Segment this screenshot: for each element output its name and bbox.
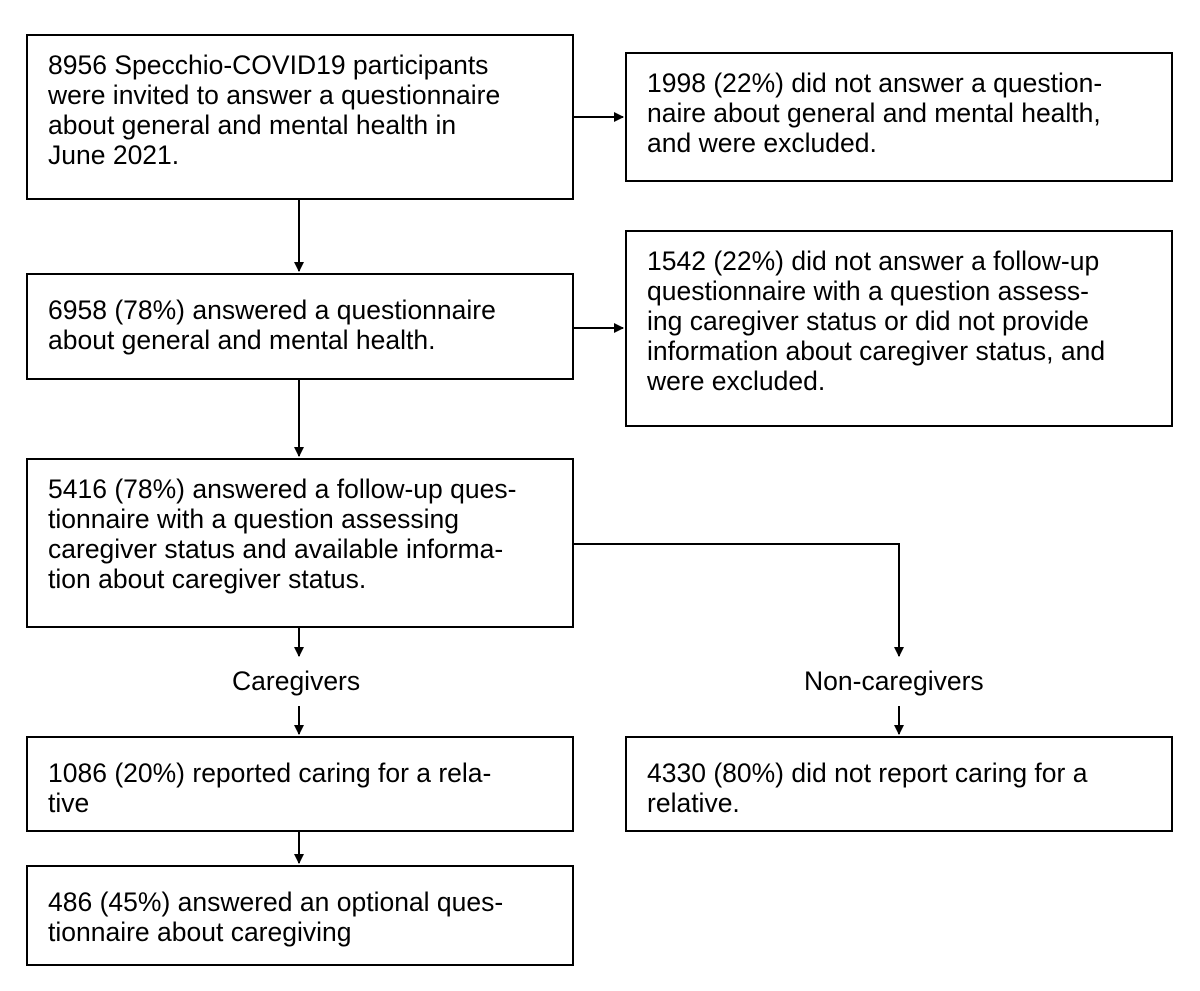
box-noncaregivers: 4330 (80%) did not report caring for a r… bbox=[625, 736, 1173, 832]
box-excluded-2-line: information about caregiver status, and bbox=[647, 336, 1106, 366]
box-caregivers: 1086 (20%) reported caring for a rela- t… bbox=[26, 736, 574, 832]
box-followup-line: 5416 (78%) answered a follow-up ques- bbox=[48, 474, 517, 504]
box-noncaregivers-line: relative. bbox=[647, 788, 740, 818]
arrow-followup-to-noncaregivers-label bbox=[574, 543, 904, 657]
box-optional-line: tionnaire about caregiving bbox=[48, 917, 352, 947]
box-excluded-2-line: ing caregiver status or did not provide bbox=[647, 306, 1089, 336]
box-invited-line: were invited to answer a questionnaire bbox=[48, 80, 501, 110]
box-excluded-no-caregiver-status: 1542 (22%) did not answer a follow-up qu… bbox=[625, 230, 1173, 427]
box-excluded-2-line: questionnaire with a question assess- bbox=[647, 276, 1089, 306]
box-followup-questionnaire: 5416 (78%) answered a follow-up ques- ti… bbox=[26, 458, 574, 628]
box-answered-line: 6958 (78%) answered a questionnaire bbox=[48, 295, 496, 325]
box-followup-line: caregiver status and available informa- bbox=[48, 534, 504, 564]
box-invited-line: 8956 Specchio-COVID19 participants bbox=[48, 50, 489, 80]
box-noncaregivers-line: 4330 (80%) did not report caring for a bbox=[647, 758, 1088, 788]
box-excluded-1-line: and were excluded. bbox=[647, 128, 877, 158]
label-noncaregivers: Non-caregivers bbox=[804, 666, 984, 696]
box-optional-line: 486 (45%) answered an optional ques- bbox=[48, 887, 504, 917]
box-caregivers-line: 1086 (20%) reported caring for a rela- bbox=[48, 758, 492, 788]
box-followup-line: tion about caregiver status. bbox=[48, 564, 367, 594]
box-excluded-1-line: 1998 (22%) did not answer a question- bbox=[647, 68, 1103, 98]
box-excluded-no-health-questionnaire: 1998 (22%) did not answer a question- na… bbox=[625, 52, 1173, 182]
label-caregivers: Caregivers bbox=[232, 666, 361, 696]
box-answered-line: about general and mental health. bbox=[48, 325, 436, 355]
box-excluded-1-line: naire about general and mental health, bbox=[647, 98, 1101, 128]
box-answered-health-questionnaire: 6958 (78%) answered a questionnaire abou… bbox=[26, 273, 574, 380]
box-optional-questionnaire: 486 (45%) answered an optional ques- tio… bbox=[26, 865, 574, 966]
box-invited-line: June 2021. bbox=[48, 140, 180, 170]
box-invited-line: about general and mental health in bbox=[48, 110, 457, 140]
box-invited: 8956 Specchio-COVID19 participants were … bbox=[26, 34, 574, 200]
box-followup-line: tionnaire with a question assessing bbox=[48, 504, 459, 534]
box-excluded-2-line: were excluded. bbox=[647, 366, 826, 396]
box-caregivers-line: tive bbox=[48, 788, 90, 818]
box-excluded-2-line: 1542 (22%) did not answer a follow-up bbox=[647, 246, 1100, 276]
